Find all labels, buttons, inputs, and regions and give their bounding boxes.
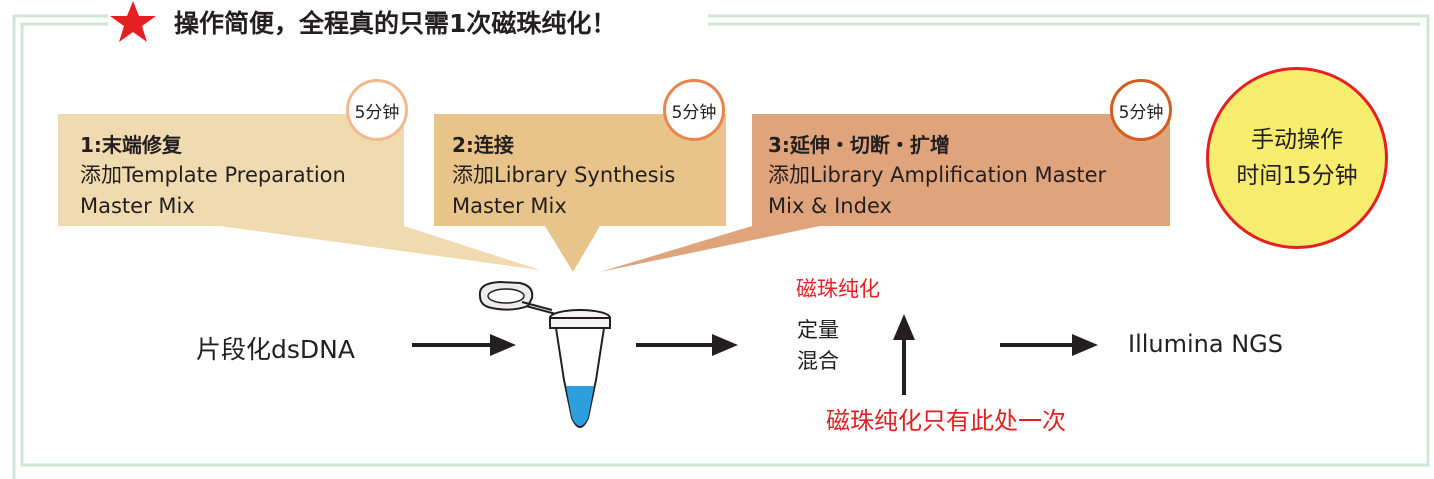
- step-1-title: 1:末端修复: [80, 133, 182, 157]
- quant-mix-label: 定量 混合: [797, 315, 839, 377]
- step-3-title: 3:延伸・切断・扩增: [768, 133, 950, 157]
- arrow-to-quant: [636, 334, 738, 356]
- bead-once-note: 磁珠纯化只有此处一次: [826, 407, 1066, 435]
- arrow-up-bead: [893, 314, 915, 395]
- step-2-time-badge: 5分钟: [663, 79, 725, 141]
- step-3-time-badge: 5分钟: [1110, 79, 1172, 141]
- step-2-desc-line2: Master Mix: [452, 194, 567, 218]
- manual-time-line1: 手动操作: [1251, 127, 1343, 153]
- page-title: 操作简便，全程真的只需1次磁珠纯化！: [108, 0, 708, 44]
- manual-time-circle: 手动操作 时间15分钟: [1206, 67, 1388, 249]
- input-label: 片段化dsDNA: [196, 335, 355, 364]
- callout-tail-1: [220, 226, 540, 270]
- manual-time-line2: 时间15分钟: [1236, 163, 1358, 189]
- microtube-icon: [478, 280, 611, 428]
- step-2-desc-line1: 添加Library Synthesis: [452, 163, 676, 187]
- title-text: 操作简便，全程真的只需1次磁珠纯化！: [174, 9, 617, 38]
- step-3-desc-line1: 添加Library Amplification Master: [768, 163, 1107, 187]
- outer-frame: [12, 14, 1430, 479]
- step-3-desc-line2: Mix & Index: [768, 194, 892, 218]
- quant-line2: 混合: [797, 349, 839, 373]
- step-1-desc-line2: Master Mix: [80, 194, 195, 218]
- step-2-title: 2:连接: [452, 133, 514, 157]
- callout-tail-3: [600, 226, 820, 272]
- callout-tail-2: [545, 226, 600, 272]
- arrow-to-tube: [412, 334, 516, 356]
- step-1-time-badge: 5分钟: [346, 79, 408, 141]
- output-label: Illumina NGS: [1128, 330, 1284, 358]
- step-box-1: 1:末端修复 添加Template Preparation Master Mix: [58, 114, 404, 226]
- step-1-desc-line1: 添加Template Preparation: [80, 163, 346, 187]
- star-icon: [110, 1, 156, 42]
- step-box-3: 3:延伸・切断・扩增 添加Library Amplification Maste…: [752, 114, 1170, 226]
- quant-line1: 定量: [797, 318, 839, 342]
- arrow-to-output: [1000, 334, 1098, 356]
- bead-purification-label: 磁珠纯化: [796, 277, 880, 301]
